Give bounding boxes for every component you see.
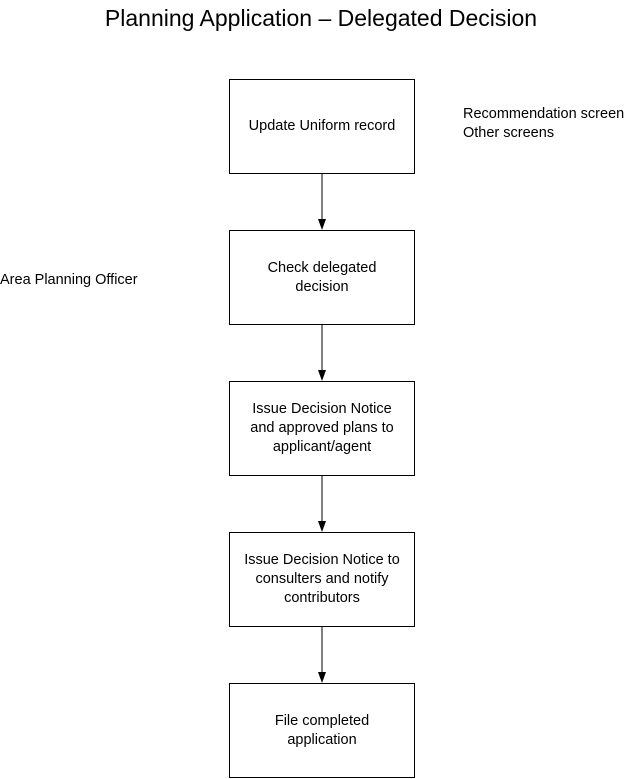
step-text-line: Issue Decision Notice to — [244, 552, 400, 568]
step-text-line: Issue Decision Notice — [252, 401, 392, 417]
step-text-line: and approved plans to — [250, 420, 394, 436]
step-text-line: applicant/agent — [272, 439, 372, 455]
step-text: Check delegated decision — [268, 259, 377, 297]
step-text: Update Uniform record — [249, 117, 396, 136]
arrowhead — [318, 521, 326, 532]
step-issue-notice-to-applicant: Issue Decision Notice and approved plans… — [229, 381, 415, 476]
step-issue-notice-to-consulters: Issue Decision Notice to consulters and … — [229, 532, 415, 627]
arrowhead — [318, 370, 326, 381]
step-text-line: Check delegated — [267, 259, 377, 276]
step-check-delegated-decision: Check delegated decision — [229, 230, 415, 325]
system-note-line: Recommendation screen — [463, 106, 625, 122]
diagram-title: Planning Application – Delegated Decisio… — [104, 5, 538, 31]
system-note-line: Other screens — [463, 125, 555, 141]
role-label: Area Planning Officer — [0, 272, 138, 288]
system-screens-note: Recommendation screen Other screens — [463, 105, 624, 143]
step-text: Issue Decision Notice and approved plans… — [250, 400, 394, 457]
step-text: Issue Decision Notice to consulters and … — [244, 551, 400, 608]
step-file-completed-application: File completed application — [229, 683, 415, 778]
step-text-line: File completed — [274, 712, 370, 729]
step-text-line: decision — [295, 278, 349, 295]
step-text-line: application — [287, 731, 357, 748]
step-text-line: contributors — [284, 590, 360, 606]
step-text-line: consulters and notify — [255, 571, 389, 587]
arrowhead — [318, 219, 326, 230]
step-text: File completed application — [275, 712, 369, 750]
arrowhead — [318, 672, 326, 683]
step-update-uniform-record: Update Uniform record — [229, 79, 415, 174]
step-text-line: Update Uniform record — [248, 118, 396, 134]
